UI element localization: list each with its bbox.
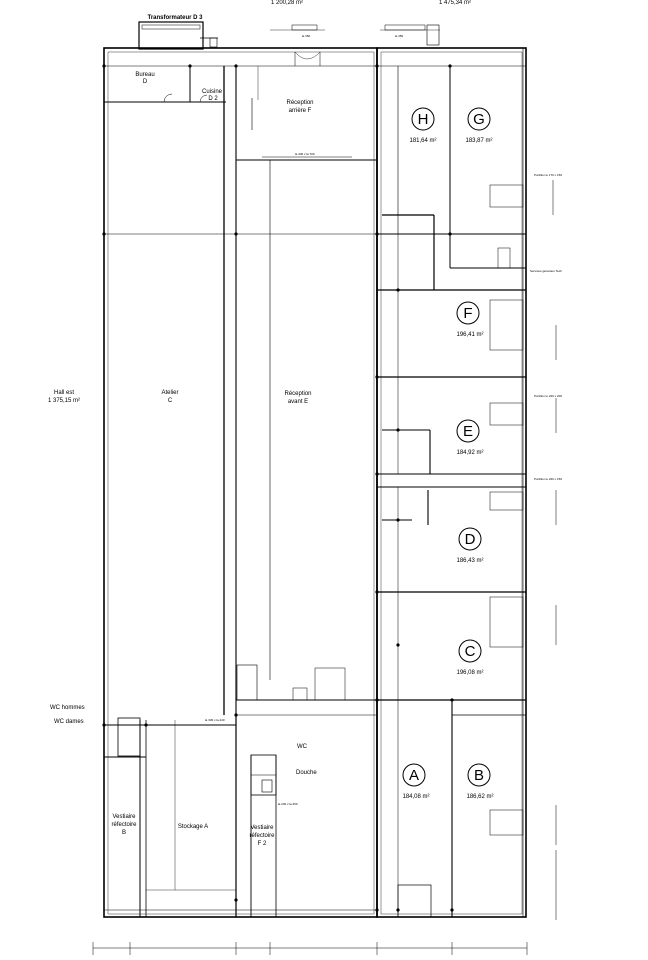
column-dot (396, 518, 400, 522)
column-dot (375, 472, 379, 476)
column-dot (448, 232, 452, 236)
dock-note-1: la 330 x la 700 (295, 152, 315, 156)
cell-e-area: 184,92 m² (456, 450, 483, 456)
reception-avant-label: Réception (284, 391, 311, 397)
cell-h-letter: H (418, 111, 429, 128)
column-dot (234, 232, 238, 236)
column-dot (375, 908, 379, 912)
vestiaire-b-line1: Vestiaire (112, 814, 136, 820)
portillon-2-note: Portillon le 220 x 200 (534, 394, 562, 398)
area-left-label: 1 200,28 m² (271, 0, 303, 6)
vestiaire-f2-line2: réfectoire (249, 833, 275, 839)
vestiaire-f2-line1: Vestiaire (250, 825, 274, 831)
wc-label: WC (297, 744, 308, 750)
column-dot (450, 908, 454, 912)
cell-d-letter: D (465, 531, 476, 548)
column-dot (396, 908, 400, 912)
stockage-a-label: Stockage A (178, 824, 208, 830)
column-dot (396, 428, 400, 432)
cuisine-label: Cuisine (202, 89, 223, 95)
cell-h-area: 181,64 m² (409, 138, 436, 144)
atelier-label: Atelier (161, 390, 178, 396)
column-markers (102, 64, 454, 912)
column-dot (375, 232, 379, 236)
left-building-outline (103, 47, 378, 918)
cell-b-area: 186,62 m² (466, 794, 493, 800)
cell-e-letter: E (463, 423, 473, 440)
cuisine-code: D 2 (208, 96, 218, 102)
cell-c-area: 196,08 m² (456, 670, 483, 676)
area-right-label: 1 475,34 m² (439, 0, 471, 6)
column-dot (375, 375, 379, 379)
bureau-label: Bureau (135, 72, 154, 78)
column-dot (375, 64, 379, 68)
hall-est-area: 1 375,15 m² (48, 398, 80, 404)
cell-f-area: 196,41 m² (456, 332, 483, 338)
cell-f-letter: F (463, 305, 472, 322)
door-top-note: la 350 (302, 34, 311, 38)
vestiaire-b-line2: réfectoire (111, 822, 137, 828)
cell-d-area: 186,43 m² (456, 558, 483, 564)
transformer-label: Transformateur D 3 (147, 15, 203, 21)
column-dot (234, 713, 238, 717)
column-dot (448, 64, 452, 68)
dock-note-3: la 230 x la 250 (278, 802, 298, 806)
column-dot (375, 698, 379, 702)
cell-c-letter: C (465, 643, 476, 660)
reception-avant-code: avant E (288, 399, 308, 405)
column-dot (102, 232, 106, 236)
column-dot (102, 64, 106, 68)
cell-a-area: 184,08 m² (402, 794, 429, 800)
column-dot (396, 288, 400, 292)
services-note: Services généraux Tech (530, 269, 562, 273)
cell-g-letter: G (473, 111, 485, 128)
column-dot (234, 898, 238, 902)
column-dot (375, 590, 379, 594)
column-dot (188, 64, 192, 68)
column-dot (450, 698, 454, 702)
door-top-note-2: la 350 (395, 34, 404, 38)
reception-arriere-code: arrière F (289, 108, 312, 114)
transformer-room (138, 21, 204, 50)
column-dot (102, 723, 106, 727)
dock-note-2: la 330 x la 240 (205, 718, 225, 722)
vestiaire-b-code: B (122, 830, 126, 836)
cell-a-letter: A (409, 767, 419, 784)
column-dot (144, 723, 148, 727)
vestiaire-f2-code: F 2 (258, 841, 267, 847)
reception-arriere-label: Réception (286, 100, 313, 106)
column-dot (234, 64, 238, 68)
douche-label: Douche (296, 770, 317, 776)
wc-dames-label: WC dames (54, 719, 84, 725)
column-dot (396, 643, 400, 647)
portillon-1-note: Portillon le 170 x 150 (534, 173, 562, 177)
portillon-3-note: Portillon le 220 x 150 (534, 477, 562, 481)
cell-b-letter: B (474, 767, 484, 784)
wc-hommes-label: WC hommes (50, 705, 85, 711)
atelier-code: C (168, 398, 173, 404)
hall-est-label: Hall est (54, 390, 74, 396)
bureau-code: D (143, 79, 148, 85)
cell-g-area: 183,87 m² (465, 138, 492, 144)
